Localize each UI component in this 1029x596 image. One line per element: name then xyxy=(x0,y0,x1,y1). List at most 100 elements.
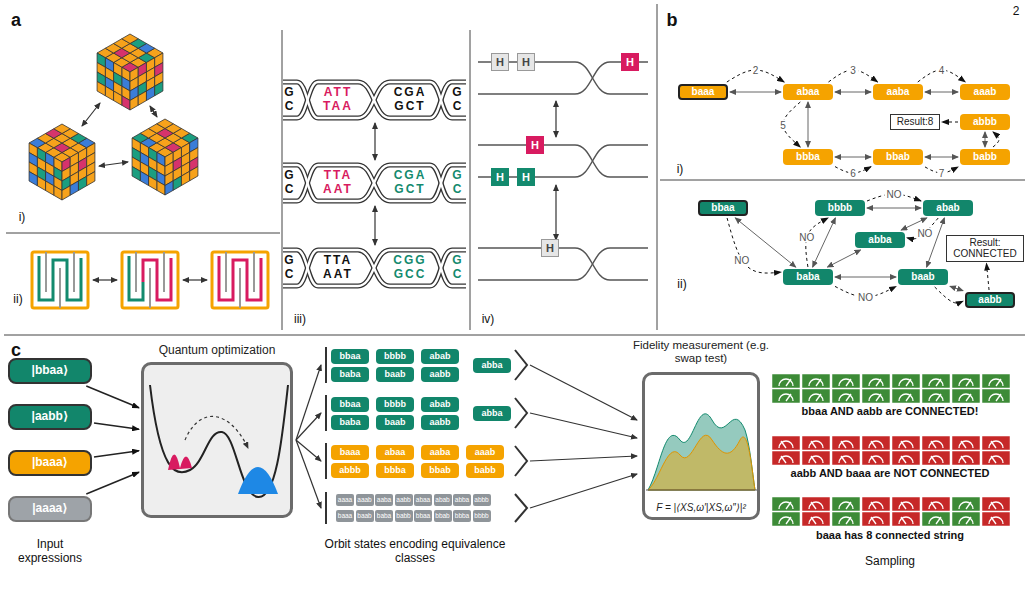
node-text: babb xyxy=(396,512,410,519)
meter-dial xyxy=(779,456,793,463)
panel-divider xyxy=(470,30,471,330)
orbit-state: aabb xyxy=(421,367,459,382)
meter-dial xyxy=(869,456,883,463)
hadamard-gate: H xyxy=(491,53,509,71)
maze-arrow xyxy=(93,279,117,280)
optimization-landscape xyxy=(185,416,248,448)
meter-dial xyxy=(929,517,943,524)
node-text: babb xyxy=(973,151,997,163)
meter-cell xyxy=(802,497,830,511)
input-expression: |aaaa⟩ xyxy=(8,496,92,522)
orbit-state: bbab xyxy=(421,463,459,478)
meter-cell xyxy=(892,389,920,403)
dna-strand xyxy=(283,165,466,201)
meter-dial xyxy=(929,379,943,386)
dna-base: G xyxy=(452,254,463,268)
meter-needle xyxy=(876,394,881,401)
orbit-state: abbb xyxy=(473,494,491,506)
node-text: baab xyxy=(357,512,371,519)
orbit-bracket xyxy=(325,492,327,524)
cube-sticker xyxy=(29,172,37,186)
cube-sticker xyxy=(46,181,54,195)
meter-cell xyxy=(772,389,800,403)
maze xyxy=(122,252,178,308)
meter-needle xyxy=(966,517,971,524)
dna-base: G xyxy=(452,86,463,100)
meter-needle xyxy=(901,441,906,448)
meter-dial xyxy=(899,379,913,386)
node-text: bbaa xyxy=(339,399,360,409)
meter-dial xyxy=(869,517,883,524)
meter-dial xyxy=(989,517,1003,524)
meter-dial xyxy=(839,441,853,448)
dna-base: CGA xyxy=(394,169,427,183)
meter-dial xyxy=(929,441,943,448)
node-text: baab xyxy=(384,417,405,427)
node-text: bbbb xyxy=(474,512,488,519)
meter-dial xyxy=(809,517,823,524)
cube-sticker xyxy=(122,34,138,44)
meter-cell xyxy=(772,497,800,511)
orbit-state: abaa xyxy=(414,494,432,506)
orbit-state: bbba xyxy=(453,510,471,522)
panel-divider xyxy=(6,233,280,234)
edge-label: 4 xyxy=(937,65,947,76)
dna-base: TTA xyxy=(324,169,352,183)
meter-dial xyxy=(989,502,1003,509)
dna-base: CGA xyxy=(394,86,427,100)
maze-arrow xyxy=(93,279,207,280)
meter-dial xyxy=(779,379,793,386)
adjacency-link xyxy=(950,286,963,290)
meter-needle xyxy=(936,394,941,401)
cube-sticker xyxy=(140,171,148,185)
optimization-landscape xyxy=(150,385,288,497)
node-text: bbba xyxy=(455,512,469,519)
meter-cell xyxy=(862,436,890,450)
dna-arrow xyxy=(374,123,375,160)
orbit-state: bbbb xyxy=(376,349,414,364)
meter-cell xyxy=(982,374,1010,388)
meter-needle xyxy=(786,379,791,386)
meter-cell xyxy=(772,436,800,450)
dna-base: AAT xyxy=(323,268,353,282)
input-expression: |aabb⟩ xyxy=(8,404,92,430)
dna-strand xyxy=(283,82,466,118)
meter-needle xyxy=(871,502,876,509)
node-text: aaba xyxy=(887,86,910,98)
meter-cell xyxy=(862,451,890,465)
panel-divider xyxy=(282,30,283,330)
dna-base: C xyxy=(453,183,464,197)
dna-base: G xyxy=(284,86,295,100)
maze xyxy=(143,258,171,300)
circuit-arrow xyxy=(555,101,556,137)
dna-base: TTA xyxy=(324,254,352,268)
meter-needle xyxy=(841,456,846,463)
node-text: baab xyxy=(911,271,934,283)
orbit-bracket xyxy=(515,350,527,522)
result-box: Result: CONNECTED xyxy=(946,235,1024,262)
result-text: Result:8 xyxy=(897,116,934,128)
meter-cell xyxy=(922,374,950,388)
hadamard-gate: H xyxy=(621,53,639,71)
meter-needle xyxy=(906,394,911,401)
meter-needle xyxy=(846,379,851,386)
dna-base: AAT xyxy=(323,183,353,197)
node-text: bbaa xyxy=(416,512,430,519)
node-text: babb xyxy=(474,465,496,475)
string-node: baab xyxy=(898,269,948,285)
meter-dial xyxy=(989,379,1003,386)
meter-dial xyxy=(959,394,973,401)
meter-dial xyxy=(869,441,883,448)
dna-base: G xyxy=(284,254,295,268)
node-text: bbbb xyxy=(384,351,406,361)
caption-text: iii) xyxy=(294,313,306,327)
meter-cell xyxy=(922,451,950,465)
orbit-state: abab xyxy=(421,349,459,364)
adjacency-link xyxy=(730,92,781,93)
meter-cell xyxy=(832,374,860,388)
caption-text: ii) xyxy=(677,278,686,292)
adjacency-link xyxy=(835,92,871,93)
string-node: baba xyxy=(783,269,833,285)
meter-needle xyxy=(786,502,791,509)
cube-sticker xyxy=(62,186,70,200)
